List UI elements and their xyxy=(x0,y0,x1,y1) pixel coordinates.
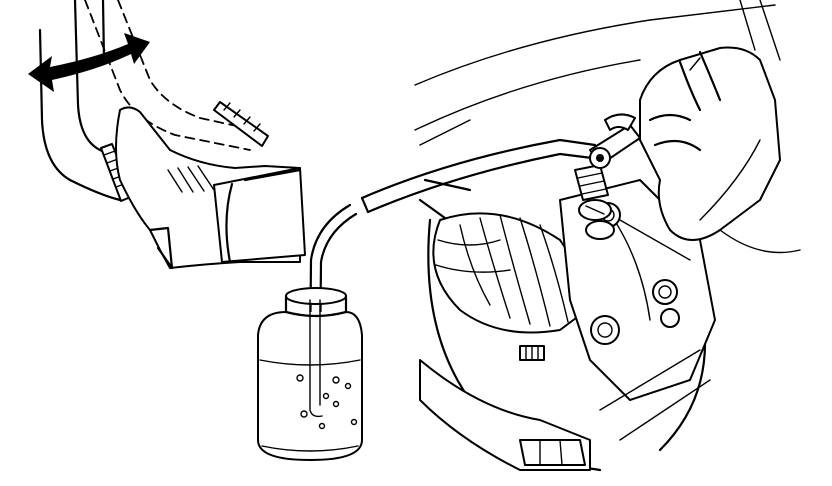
bottle-icon xyxy=(257,203,363,461)
bleed-hose xyxy=(360,138,597,214)
shoe-icon xyxy=(115,106,306,270)
double-arrow-icon xyxy=(28,33,150,92)
cv-boot xyxy=(432,212,601,334)
hand-icon xyxy=(639,46,801,254)
pedal-pad-released xyxy=(213,101,269,147)
bleeder-screw-icon xyxy=(574,164,615,240)
wrench-icon xyxy=(589,113,641,169)
